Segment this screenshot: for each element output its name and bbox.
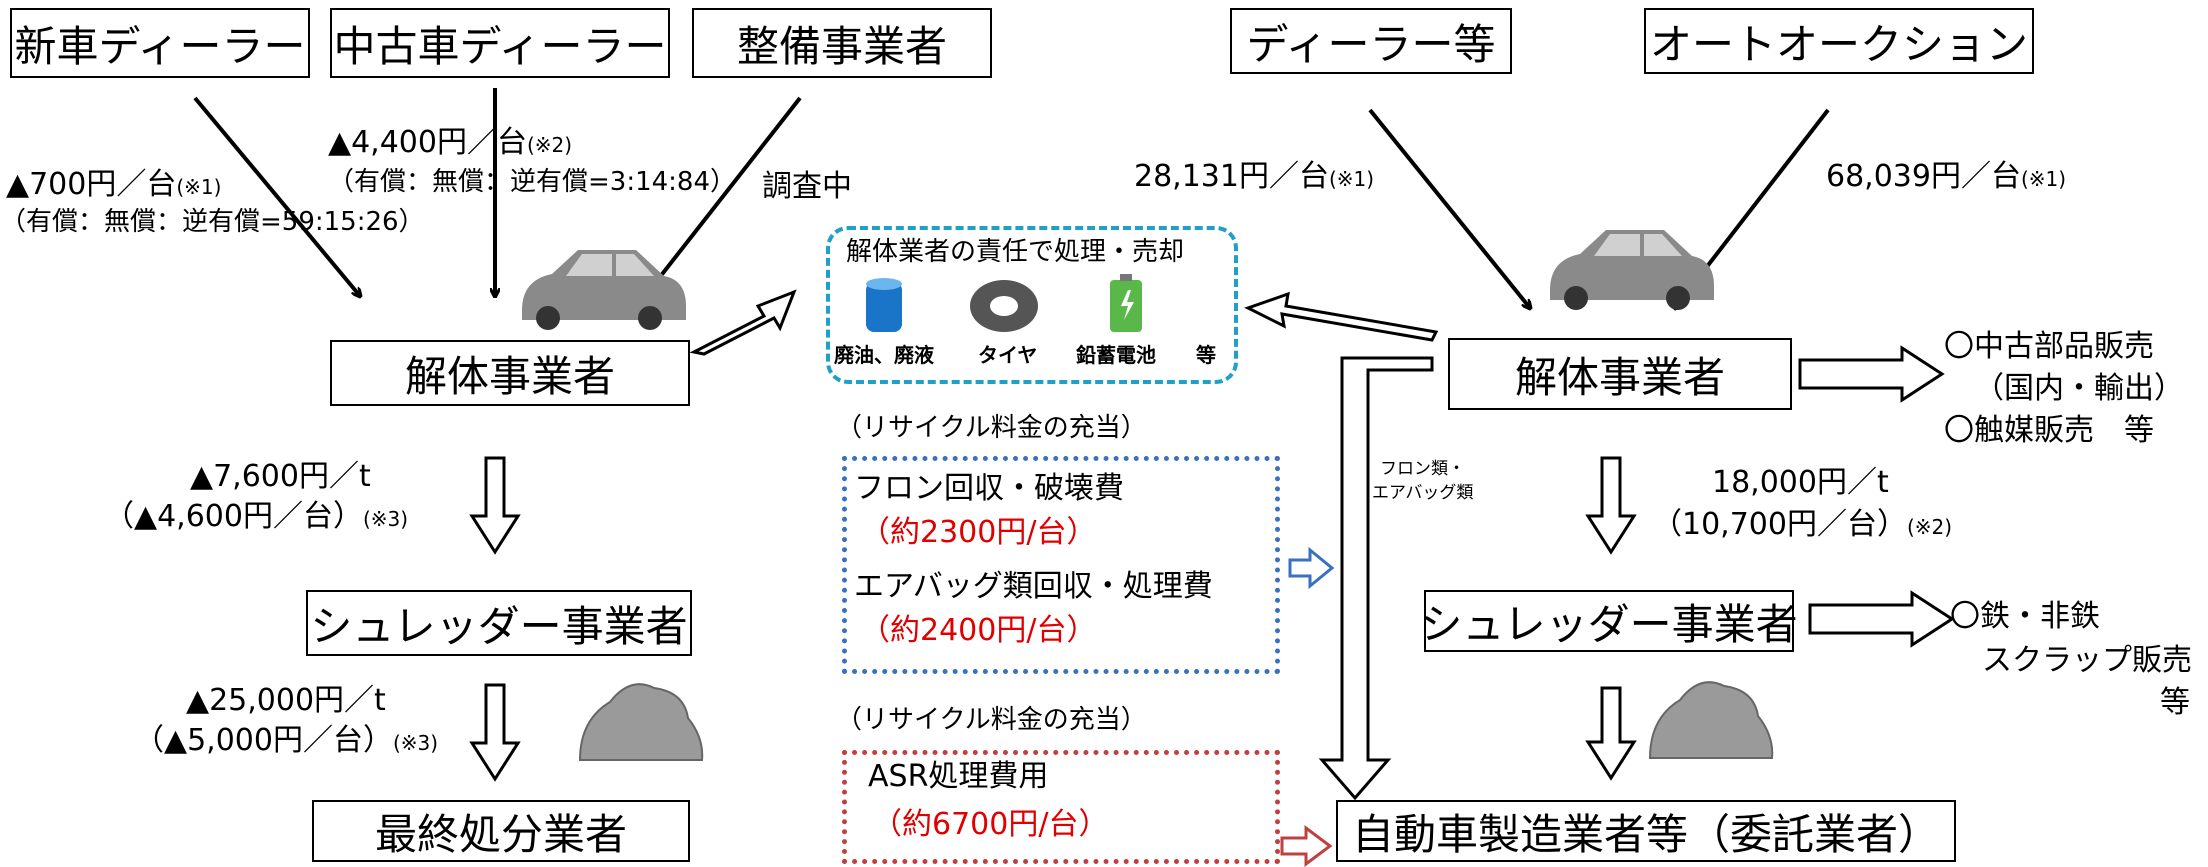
scrap-sales-1: 〇鉄・非鉄 (1950, 599, 2100, 634)
to-final-price2: （▲5,000円／台）(※3) (134, 723, 439, 758)
dismantler-right: 解体事業者 (1448, 338, 1792, 410)
battery-icon (1110, 274, 1142, 332)
freon-cost: フロン回収・破壊費 (854, 471, 1124, 506)
tire-icon (970, 280, 1038, 332)
shredder-left: シュレッダー事業者 (306, 590, 692, 656)
new-dealer-price: ▲700円／台(※1) (6, 167, 222, 202)
arrow-dealers (1368, 108, 1530, 308)
asr-cost: ASR処理費用 (868, 759, 1049, 794)
scrap-pile-right (1648, 681, 1774, 759)
airbag-price: （約2400円/台） (860, 613, 1097, 648)
block-arrow-parts (1798, 345, 1945, 403)
used-dealer-ratio: （有償：無償：逆有償=3:14:84） (328, 167, 737, 197)
arrow-maintenance (645, 96, 802, 296)
block-arrow-r1 (1585, 456, 1637, 555)
car-icon-right (1550, 230, 1714, 310)
to-shredder-price-left: ▲7,600円／t (190, 459, 371, 494)
responsibility-box (826, 226, 1238, 384)
scrap-sales-3: 等 (2160, 685, 2190, 720)
blue-arrow (1288, 546, 1335, 590)
recycle-fee-label-2: （リサイクル料金の充当） (836, 705, 1147, 735)
airbag-cost: エアバッグ類回収・処理費 (854, 569, 1213, 604)
block-arrow-scrap (1808, 590, 1955, 648)
dealer-price: 28,131円／台(※1) (1134, 159, 1375, 194)
survey-label: 調査中 (762, 169, 852, 204)
freon-airbag-label-2: エアバッグ類 (1372, 483, 1474, 503)
block-arrow-l-shape (1318, 356, 1434, 801)
to-shredder-price-right: 18,000円／t (1712, 465, 1889, 500)
source-used-dealer: 中古車ディーラー (330, 8, 670, 78)
recycle-fee-box-blue (842, 456, 1280, 674)
asr-price: （約6700円/台） (872, 807, 1109, 842)
source-new-dealer: 新車ディーラー (10, 8, 310, 78)
red-arrow (1280, 825, 1333, 867)
freon-price: （約2300円/台） (860, 515, 1097, 550)
shredder-right: シュレッダー事業者 (1420, 590, 1798, 652)
oil-drum-icon (866, 278, 902, 332)
block-arrow-r2 (1585, 686, 1637, 781)
source-auction: オートオークション (1644, 8, 2034, 74)
dismantler-left: 解体事業者 (330, 340, 690, 406)
parts-sales-2: （国内・輸出） (1974, 371, 2184, 406)
auction-price: 68,039円／台(※1) (1826, 159, 2067, 194)
item-oil: 廃油、廃液 (834, 343, 934, 367)
car-icon-left (522, 250, 686, 330)
new-dealer-ratio: （有償：無償：逆有償=59:15:26） (0, 207, 425, 237)
manufacturer: 自動車製造業者等（委託業者） (1336, 800, 1956, 862)
scrap-sales-2: スクラップ販売 (1982, 643, 2192, 678)
source-maintenance: 整備事業者 (692, 8, 992, 78)
scrap-pile-left (578, 683, 704, 761)
responsibility-title: 解体業者の責任で処理・売却 (846, 237, 1185, 267)
parts-sales-1: 〇中古部品販売 (1944, 329, 2154, 364)
recycle-fee-box-red (842, 750, 1280, 864)
parts-sales-3: 〇触媒販売 等 (1944, 413, 2154, 448)
item-etc: 等 (1196, 343, 1216, 367)
item-tire: タイヤ (978, 343, 1038, 367)
freon-airbag-label-1: フロン類・ (1380, 459, 1465, 479)
to-shredder-price2-left: （▲4,600円／台）(※3) (104, 499, 409, 534)
to-final-price: ▲25,000円／t (186, 683, 386, 718)
arrow-new-dealer (193, 96, 360, 296)
block-arrow-l2 (469, 683, 521, 782)
source-dealers: ディーラー等 (1230, 8, 1512, 74)
block-arrow-l1 (469, 456, 521, 555)
block-arrow-from-right (1244, 291, 1439, 342)
block-arrow-to-resp (689, 289, 797, 356)
to-shredder-price2-right: （10,700円／台）(※2) (1652, 507, 1953, 542)
used-dealer-price: ▲4,400円／台(※2) (328, 125, 573, 160)
recycle-fee-label-1: （リサイクル料金の充当） (836, 413, 1147, 443)
item-battery: 鉛蓄電池 (1076, 343, 1156, 367)
final-disposal: 最終処分業者 (312, 800, 690, 862)
